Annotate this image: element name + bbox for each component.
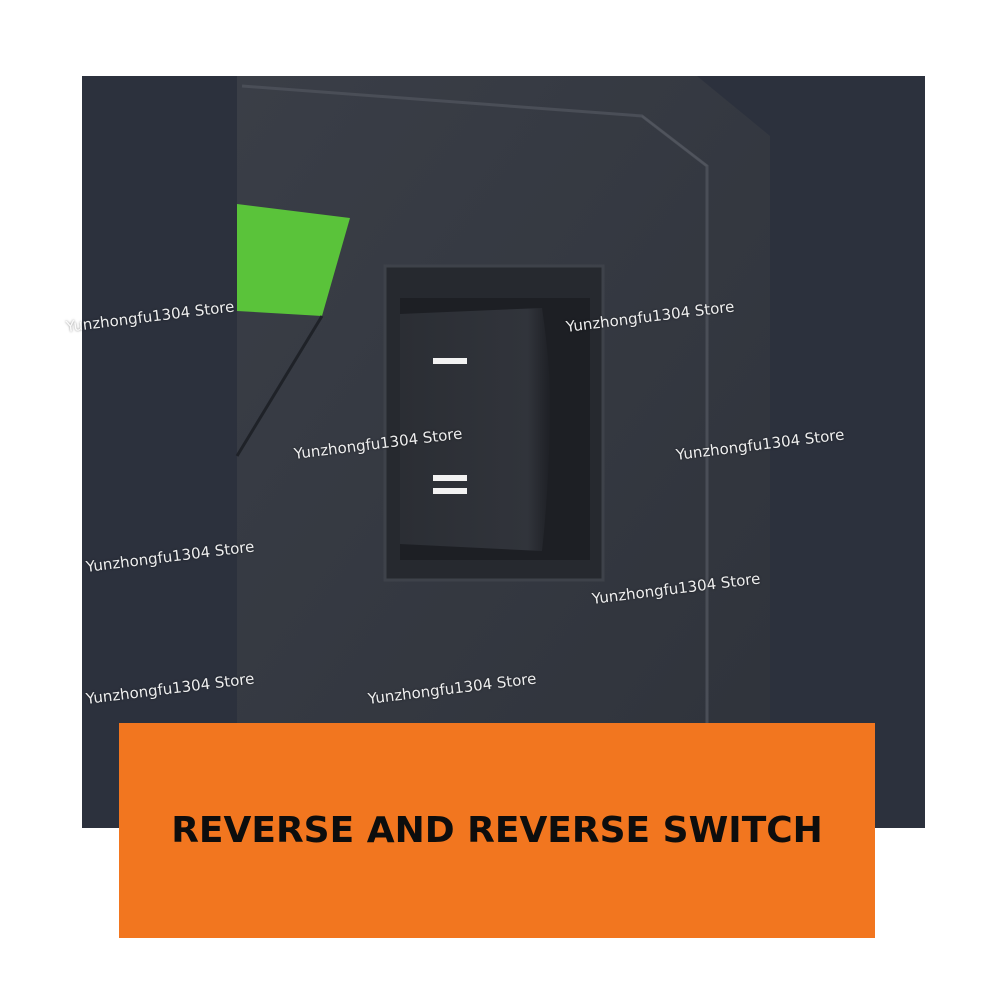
caption-banner: REVERSE AND REVERSE SWITCH <box>119 723 875 938</box>
green-label-panel <box>237 204 350 316</box>
product-photo: ​ <box>82 76 925 828</box>
switch-illustration <box>235 76 770 828</box>
double-line-mark-bottom <box>433 488 467 494</box>
banner-title: REVERSE AND REVERSE SWITCH <box>171 810 823 851</box>
double-line-mark-top <box>433 475 467 481</box>
single-line-mark <box>433 358 467 364</box>
housing-seam <box>235 315 324 457</box>
